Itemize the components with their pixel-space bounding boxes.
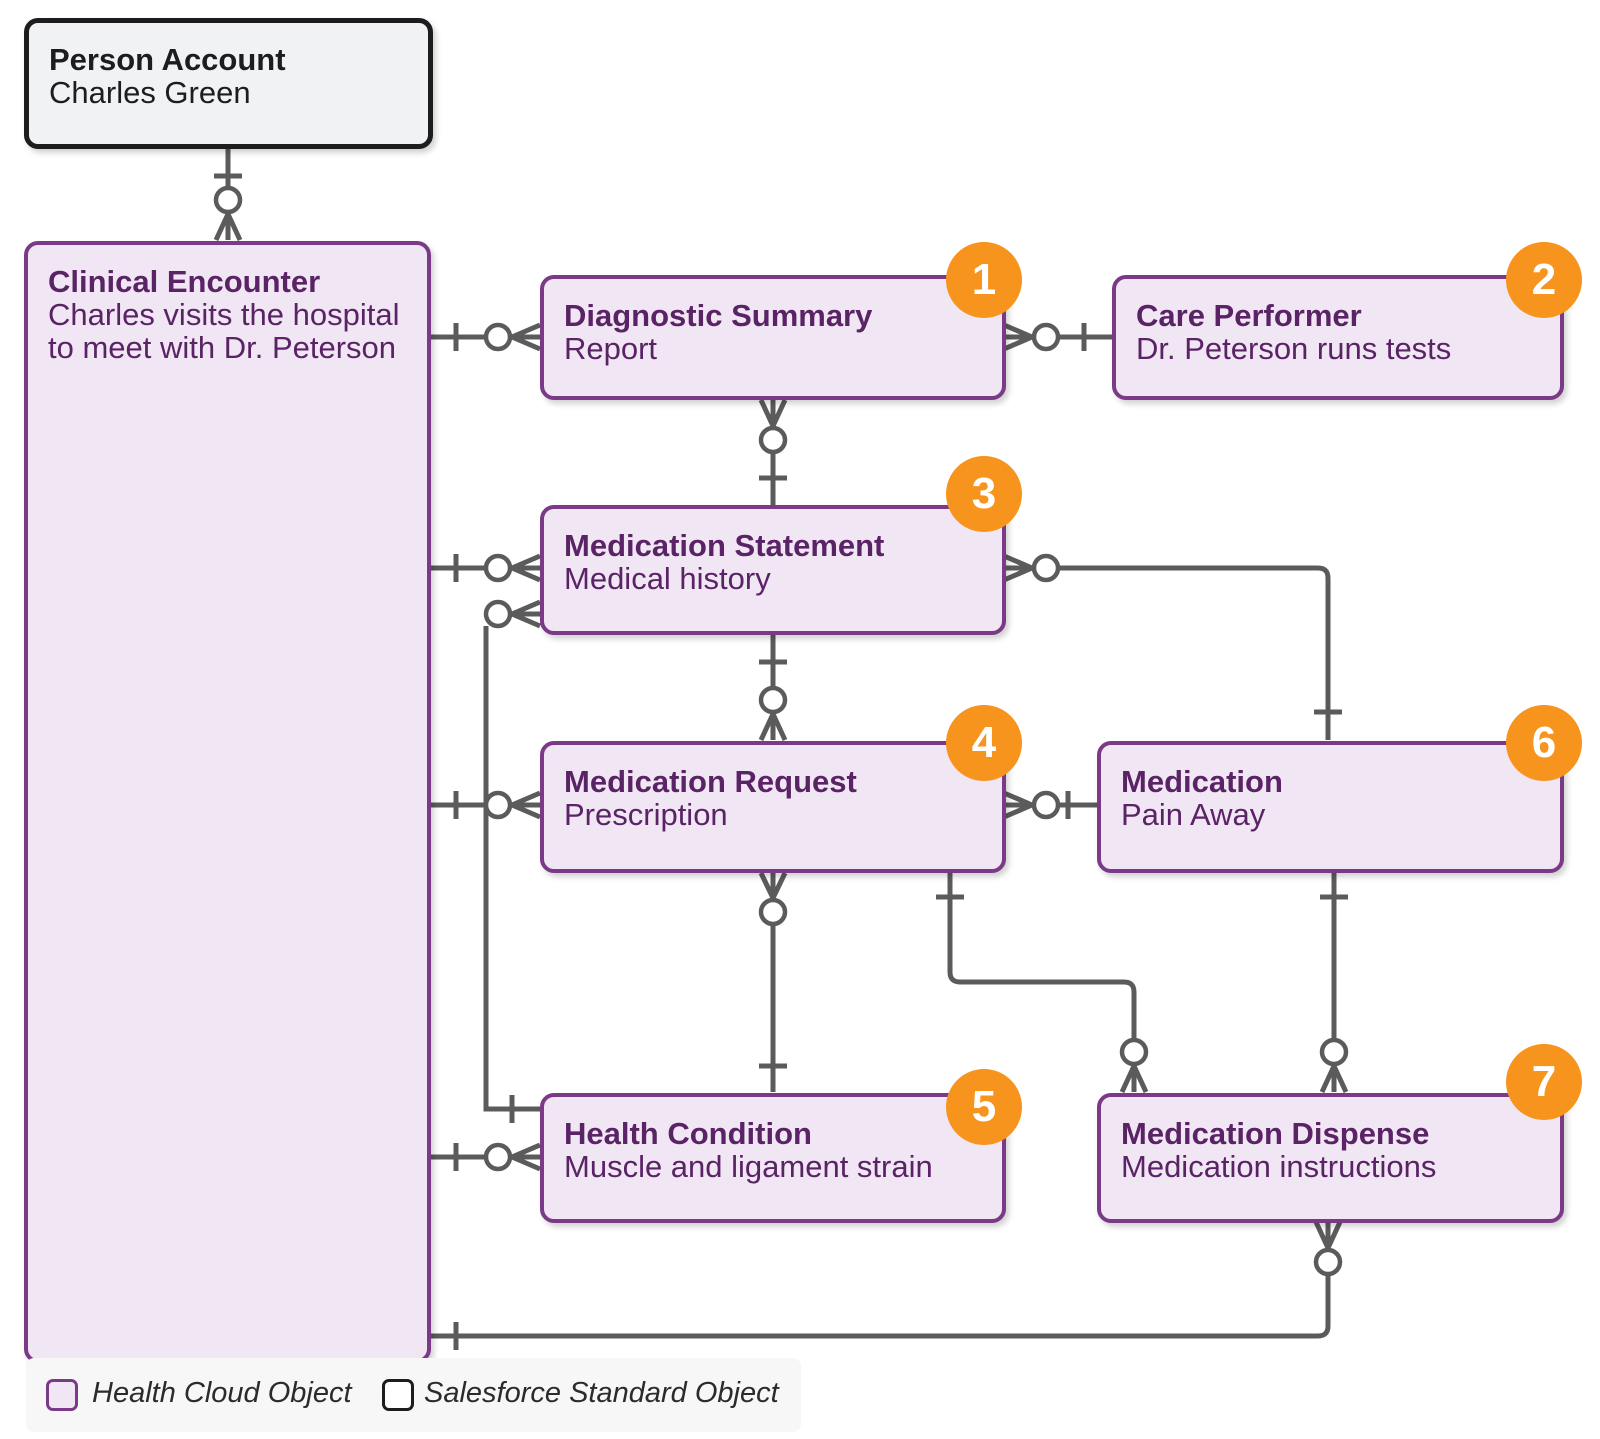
entity-subtitle: Prescription [564, 797, 728, 832]
connector-encounter-diagnostic-summary [430, 322, 541, 352]
connector-diagnostic-summary-medication-statement [758, 398, 788, 505]
entity-subtitle: Medication instructions [1121, 1149, 1437, 1184]
entity-subtitle: Report [564, 331, 658, 366]
step-badge-4: 4 [946, 705, 1022, 781]
step-badge-3: 3 [946, 456, 1022, 532]
legend-swatch-salesforce-standard [382, 1379, 414, 1411]
connector-medication-statement-medication [1003, 553, 1342, 740]
connector-encounter-medication-request [430, 790, 541, 820]
step-badge-2: 2 [1506, 242, 1582, 318]
connector-medication-request-health-condition [758, 871, 788, 1092]
connector-health-condition-medication-statement [483, 599, 541, 1123]
entity-medication-statement[interactable]: Medication Statement Medical history [540, 505, 1006, 635]
legend-swatch-health-cloud [46, 1379, 78, 1411]
entity-title: Medication Request [564, 764, 857, 799]
entity-diagnostic-summary[interactable]: Diagnostic Summary Report [540, 275, 1006, 400]
connector-medication-statement-medication-request [758, 634, 788, 742]
entity-subtitle: Charles Green [49, 75, 251, 110]
legend: Health Cloud Object Salesforce Standard … [26, 1358, 801, 1432]
entity-subtitle: Pain Away [1121, 797, 1266, 832]
connector-encounter-medication-dispense [430, 1220, 1343, 1350]
connector-medication-request-medication [1003, 790, 1098, 820]
connector-encounter-medication-statement [430, 553, 541, 583]
entity-care-performer[interactable]: Care Performer Dr. Peterson runs tests [1112, 275, 1564, 400]
entity-medication-request[interactable]: Medication Request Prescription [540, 741, 1006, 873]
entity-medication-dispense[interactable]: Medication Dispense Medication instructi… [1097, 1093, 1564, 1223]
entity-title: Medication Dispense [1121, 1116, 1430, 1151]
entity-subtitle: Dr. Peterson runs tests [1136, 331, 1452, 366]
entity-clinical-encounter[interactable]: Clinical Encounter Charles visits the ho… [24, 241, 431, 1363]
entity-subtitle: Medical history [564, 561, 771, 596]
connector-medication-medication-dispense [1319, 873, 1349, 1094]
entity-title: Diagnostic Summary [564, 298, 873, 333]
connector-encounter-health-condition [430, 1142, 541, 1172]
entity-title: Clinical Encounter [48, 264, 321, 299]
entity-subtitle: Muscle and ligament strain [564, 1149, 933, 1184]
entity-title: Health Condition [564, 1116, 812, 1151]
entity-title: Care Performer [1136, 298, 1362, 333]
connector-medication-request-medication-dispense [936, 873, 1149, 1094]
connector-person-account-clinical-encounter [213, 148, 243, 242]
entity-medication[interactable]: Medication Pain Away [1097, 741, 1564, 873]
entity-title: Medication Statement [564, 528, 885, 563]
step-badge-6: 6 [1506, 705, 1582, 781]
connector-diagnostic-summary-care-performer [1003, 322, 1112, 352]
step-badge-1: 1 [946, 242, 1022, 318]
entity-title: Person Account [49, 42, 286, 77]
entity-person-account[interactable]: Person Account Charles Green [24, 18, 433, 149]
entity-health-condition[interactable]: Health Condition Muscle and ligament str… [540, 1093, 1006, 1223]
legend-label-salesforce-standard: Salesforce Standard Object [424, 1377, 779, 1409]
entity-subtitle: Charles visits the hospital to meet with… [48, 297, 400, 365]
step-badge-7: 7 [1506, 1044, 1582, 1120]
entity-title: Medication [1121, 764, 1283, 799]
step-badge-5: 5 [946, 1069, 1022, 1145]
legend-label-health-cloud: Health Cloud Object [92, 1377, 352, 1409]
